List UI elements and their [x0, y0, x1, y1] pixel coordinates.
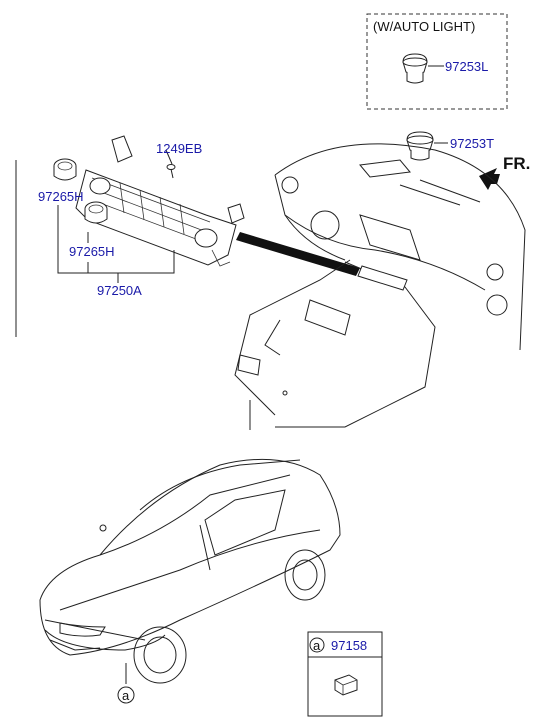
mounting-screw [166, 164, 176, 179]
auto-light-option-box: (W/AUTO LIGHT) 97253L [366, 13, 508, 110]
photo-sensor-part [406, 131, 434, 161]
screw-label: 1249EB [156, 141, 202, 156]
front-direction-arrow [479, 168, 500, 190]
control-knob-upper [53, 158, 77, 181]
control-knob-lower [84, 201, 108, 224]
auto-light-sensor-part [402, 53, 428, 84]
connector-part [334, 674, 358, 696]
dashboard-illustration [234, 143, 526, 430]
car-callout-letter: a [122, 688, 130, 703]
knob-upper-label: 97265H [38, 189, 84, 204]
callout-box-part-label: 97158 [331, 638, 367, 653]
vehicle-illustration [39, 458, 341, 684]
heater-control-unit [75, 135, 245, 267]
callout-box-letter: a [313, 638, 321, 653]
photo-sensor-label: 97253T [450, 136, 494, 151]
assembly-bracket [57, 205, 175, 274]
auto-light-part-label: 97253L [445, 59, 488, 74]
location-pointer [236, 232, 360, 276]
callout-box-97158: a 97158 [307, 631, 383, 717]
knob-lower-label: 97265H [69, 244, 115, 259]
auto-light-title: (W/AUTO LIGHT) [373, 19, 475, 34]
front-direction-label: FR. [503, 154, 530, 173]
car-callout-circle [117, 686, 135, 704]
control-unit-label: 97250A [97, 283, 142, 298]
